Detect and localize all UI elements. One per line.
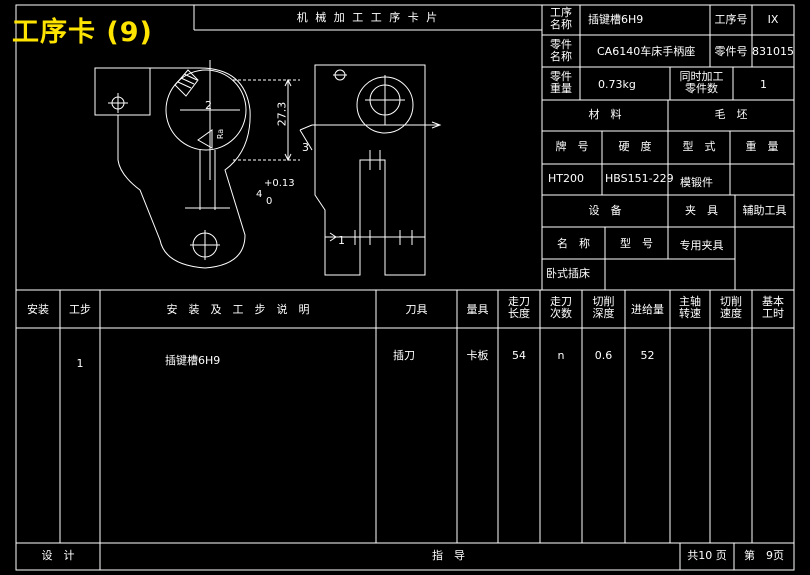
material-hardness: HBS151-229 [605,172,674,185]
td-tool: 插刀 [393,349,415,362]
th-tool: 刀具 [405,303,428,316]
td-gauge: 卡板 [466,349,489,362]
material-grade: HT200 [548,172,584,185]
part-name-label: 零件 名称 [550,38,572,63]
type-label: 型 式 [682,140,716,153]
dim-tol-lower: 0 [266,196,273,207]
td-depth: 0.6 [594,349,613,362]
total-pages: 共10 页 [687,549,727,562]
fixture-value: 专用夹具 [679,239,724,252]
th-step: 工步 [69,303,91,316]
part-drawing-side [299,64,442,276]
th-depth: 切削 深度 [592,295,615,320]
blank-label: 毛 坯 [714,108,748,121]
material-type: 模锻件 [680,176,713,189]
fixture-label: 夹 具 [685,204,718,217]
mark-1: 1 [338,234,345,247]
th-travel-length: 走刀 长度 [508,295,530,320]
th-install: 安装 [27,303,49,316]
aux-tool-label: 辅助工具 [742,204,787,217]
page-title: 工序卡 (9) [12,17,153,48]
process-name: 插键槽6H9 [588,13,644,26]
process-no-label: 工序号 [714,13,748,26]
th-basic-time: 基本 工时 [762,295,784,320]
mark-ra: Ra [216,128,226,140]
equipment-name-label: 名 称 [557,237,590,250]
part-drawing-front [94,60,300,269]
td-travel-length: 54 [512,349,526,362]
simultaneous: 1 [760,78,767,91]
weight-label: 重 量 [745,140,779,153]
td-description: 插键槽6H9 [165,354,221,367]
part-weight-label: 零件 重量 [550,70,572,95]
td-step: 1 [76,357,84,370]
dim-tol-upper: +0.13 [264,178,295,189]
part-weight: 0.73kg [598,78,636,91]
process-no: IX [767,13,779,26]
dim-width: 27.3 [275,101,289,127]
th-feed: 进给量 [631,303,664,316]
equipment-section-label: 设 备 [588,204,622,217]
td-passes: n [557,349,565,362]
page-no: 第 9页 [744,549,784,562]
grade-label: 牌 号 [555,140,589,153]
part-name: CA6140车床手柄座 [597,45,696,58]
card-title: 机 械 加 工 工 序 卡 片 [296,11,440,24]
td-feed: 52 [640,349,655,362]
hardness-label: 硬 度 [618,140,652,153]
th-description: 安 装 及 工 步 说 明 [166,303,310,316]
part-no-label: 零件号 [714,45,748,58]
mark-3: 3 [302,141,309,154]
material-section-label: 材 料 [588,108,622,121]
design-label: 设 计 [41,549,75,562]
th-cutting-speed: 切削 速度 [720,295,742,320]
guide-label: 指 导 [432,549,465,562]
th-gauge: 量具 [466,303,489,316]
equipment-name: 卧式插床 [546,267,590,280]
dim-tol-base: 4 [256,189,263,200]
part-no: 831015 [752,45,794,58]
simultaneous-label: 同时加工 零件数 [679,70,724,95]
th-passes: 走刀 次数 [550,295,572,320]
grid-lines [15,4,795,571]
th-spindle-speed: 主轴 转速 [679,295,701,320]
equipment-model-label: 型 号 [620,237,653,250]
mark-2: 2 [205,99,212,112]
process-name-label: 工序 名称 [550,6,572,31]
